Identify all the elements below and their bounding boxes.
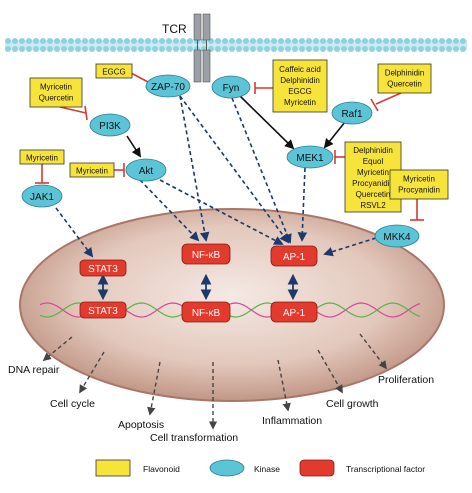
- tcr-label: TCR: [162, 22, 187, 36]
- signal-arrows: [55, 95, 377, 258]
- flavonoid-name: Myricetin: [26, 154, 58, 163]
- flavonoid-name: Procyanidin: [398, 186, 440, 195]
- tf-label: STAT3: [88, 306, 118, 317]
- tf-ap1-top: AP-1: [270, 245, 318, 267]
- kinase-label: MKK4: [383, 232, 411, 243]
- flavonoid-name: Caffeic acid: [279, 65, 321, 74]
- tf-label: NF-κB: [192, 250, 221, 261]
- legend-flavonoid-swatch: [95, 459, 131, 477]
- flavonoid-name: Myricetin: [40, 83, 72, 92]
- arrow-mek1-ap1: [297, 167, 308, 242]
- flavonoid-name: Delphinidin: [353, 146, 393, 155]
- kinase-label: Akt: [139, 166, 154, 177]
- outcome-cell-transformation: Cell transformation: [150, 432, 238, 444]
- arrow-fyn-mek1: [239, 95, 295, 150]
- kinase-label: Fyn: [223, 83, 240, 94]
- arrow-jak1-stat3: [55, 207, 94, 258]
- kinase-mkk4: MKK4: [374, 224, 420, 248]
- cell-membrane: [5, 38, 467, 52]
- arrow-fyn-ap1: [231, 97, 292, 244]
- flavonoid-name: Quercetin: [356, 190, 391, 199]
- arrow-akt-ap1: [159, 179, 284, 245]
- nucleus: [19, 208, 445, 402]
- flavonoid-name: Quercetin: [387, 80, 422, 89]
- outcome-inflammation: Inflammation: [262, 415, 322, 427]
- flavonoid-name: RSVL2: [360, 201, 386, 210]
- flavonoid-box-egcg-zap: EGCG: [95, 63, 133, 79]
- legend: Flavonoid Kinase Transcriptional factor: [95, 459, 425, 477]
- tf-nfkb-top: NF-κB: [181, 243, 231, 265]
- legend-tf-label: Transcriptional factor: [346, 464, 425, 474]
- kinase-raf1: Raf1: [331, 101, 373, 125]
- kinase-zap70: ZAP-70: [145, 74, 191, 98]
- arrow-raf1-mek1: [323, 121, 346, 149]
- kinase-label: MEK1: [296, 153, 324, 164]
- tf-ap1-bottom: AP-1: [270, 301, 318, 323]
- outcome-cell-cycle: Cell cycle: [50, 398, 95, 410]
- flavonoid-name: Quercetin: [39, 94, 74, 103]
- flavonoid-box-jak1: Myricetin: [19, 149, 65, 165]
- kinase-fyn: Fyn: [211, 75, 251, 99]
- kinase-pi3k: PI3K: [89, 113, 131, 137]
- flavonoid-name: Delphinidin: [280, 76, 320, 85]
- kinase-akt: Akt: [125, 158, 167, 182]
- kinase-mek1: MEK1: [286, 145, 334, 169]
- flavonoid-name: EGCG: [102, 68, 126, 77]
- tf-stat3-bottom: STAT3: [79, 301, 127, 319]
- flavonoid-name: EGCG: [288, 87, 312, 96]
- flavonoid-name: Myricetin: [403, 175, 435, 184]
- kinase-label: PI3K: [99, 121, 121, 132]
- arrow-mkk4-ap1: [323, 237, 377, 257]
- legend-kinase-swatch: [209, 459, 245, 477]
- tf-translocation: [97, 273, 299, 301]
- arrow-zap70-ap1: [179, 95, 290, 244]
- arrow-zap70-nfkb: [179, 95, 210, 242]
- tcr-receptor: [193, 13, 211, 83]
- arrow-pi3k-akt: [126, 135, 142, 158]
- legend-tf-swatch: [299, 459, 335, 477]
- flavonoid-name: Myricetin: [357, 168, 389, 177]
- tf-nfkb-bottom: NF-κB: [181, 301, 231, 323]
- tf-label: AP-1: [283, 252, 306, 263]
- legend-kinase-label: Kinase: [254, 464, 280, 474]
- solid-arrows: [126, 95, 346, 158]
- outcome-cell-growth: Cell growth: [326, 398, 379, 410]
- tf-label: STAT3: [88, 264, 118, 275]
- flavonoid-name: Delphinidin: [385, 69, 425, 78]
- legend-flavonoid-label: Flavonoid: [143, 464, 180, 474]
- tf-stat3-top: STAT3: [79, 259, 127, 277]
- outcome-proliferation: Proliferation: [378, 374, 434, 386]
- flavonoid-name: Myricetin: [284, 98, 316, 107]
- outcome-apoptosis: Apoptosis: [118, 419, 164, 431]
- kinase-label: Raf1: [341, 109, 363, 120]
- flavonoid-box-akt: Myricetin: [69, 162, 115, 178]
- flavonoid-label: Myricetin: [76, 167, 108, 176]
- kinase-label: JAK1: [30, 192, 54, 203]
- flavonoid-name: Equol: [363, 157, 384, 166]
- kinase-jak1: JAK1: [21, 184, 63, 208]
- flavonoid-name: Myricetin: [76, 167, 108, 176]
- flavonoid-label: EGCG: [102, 68, 126, 77]
- flavonoid-name: Procyanidin: [352, 179, 394, 188]
- outcome-dna-repair: DNA repair: [8, 364, 60, 376]
- tf-label: AP-1: [283, 308, 306, 319]
- outcome-arrows: [42, 333, 388, 430]
- tf-label: NF-κB: [192, 308, 221, 319]
- kinase-label: ZAP-70: [151, 82, 185, 93]
- flavonoid-label: Myricetin: [26, 154, 58, 163]
